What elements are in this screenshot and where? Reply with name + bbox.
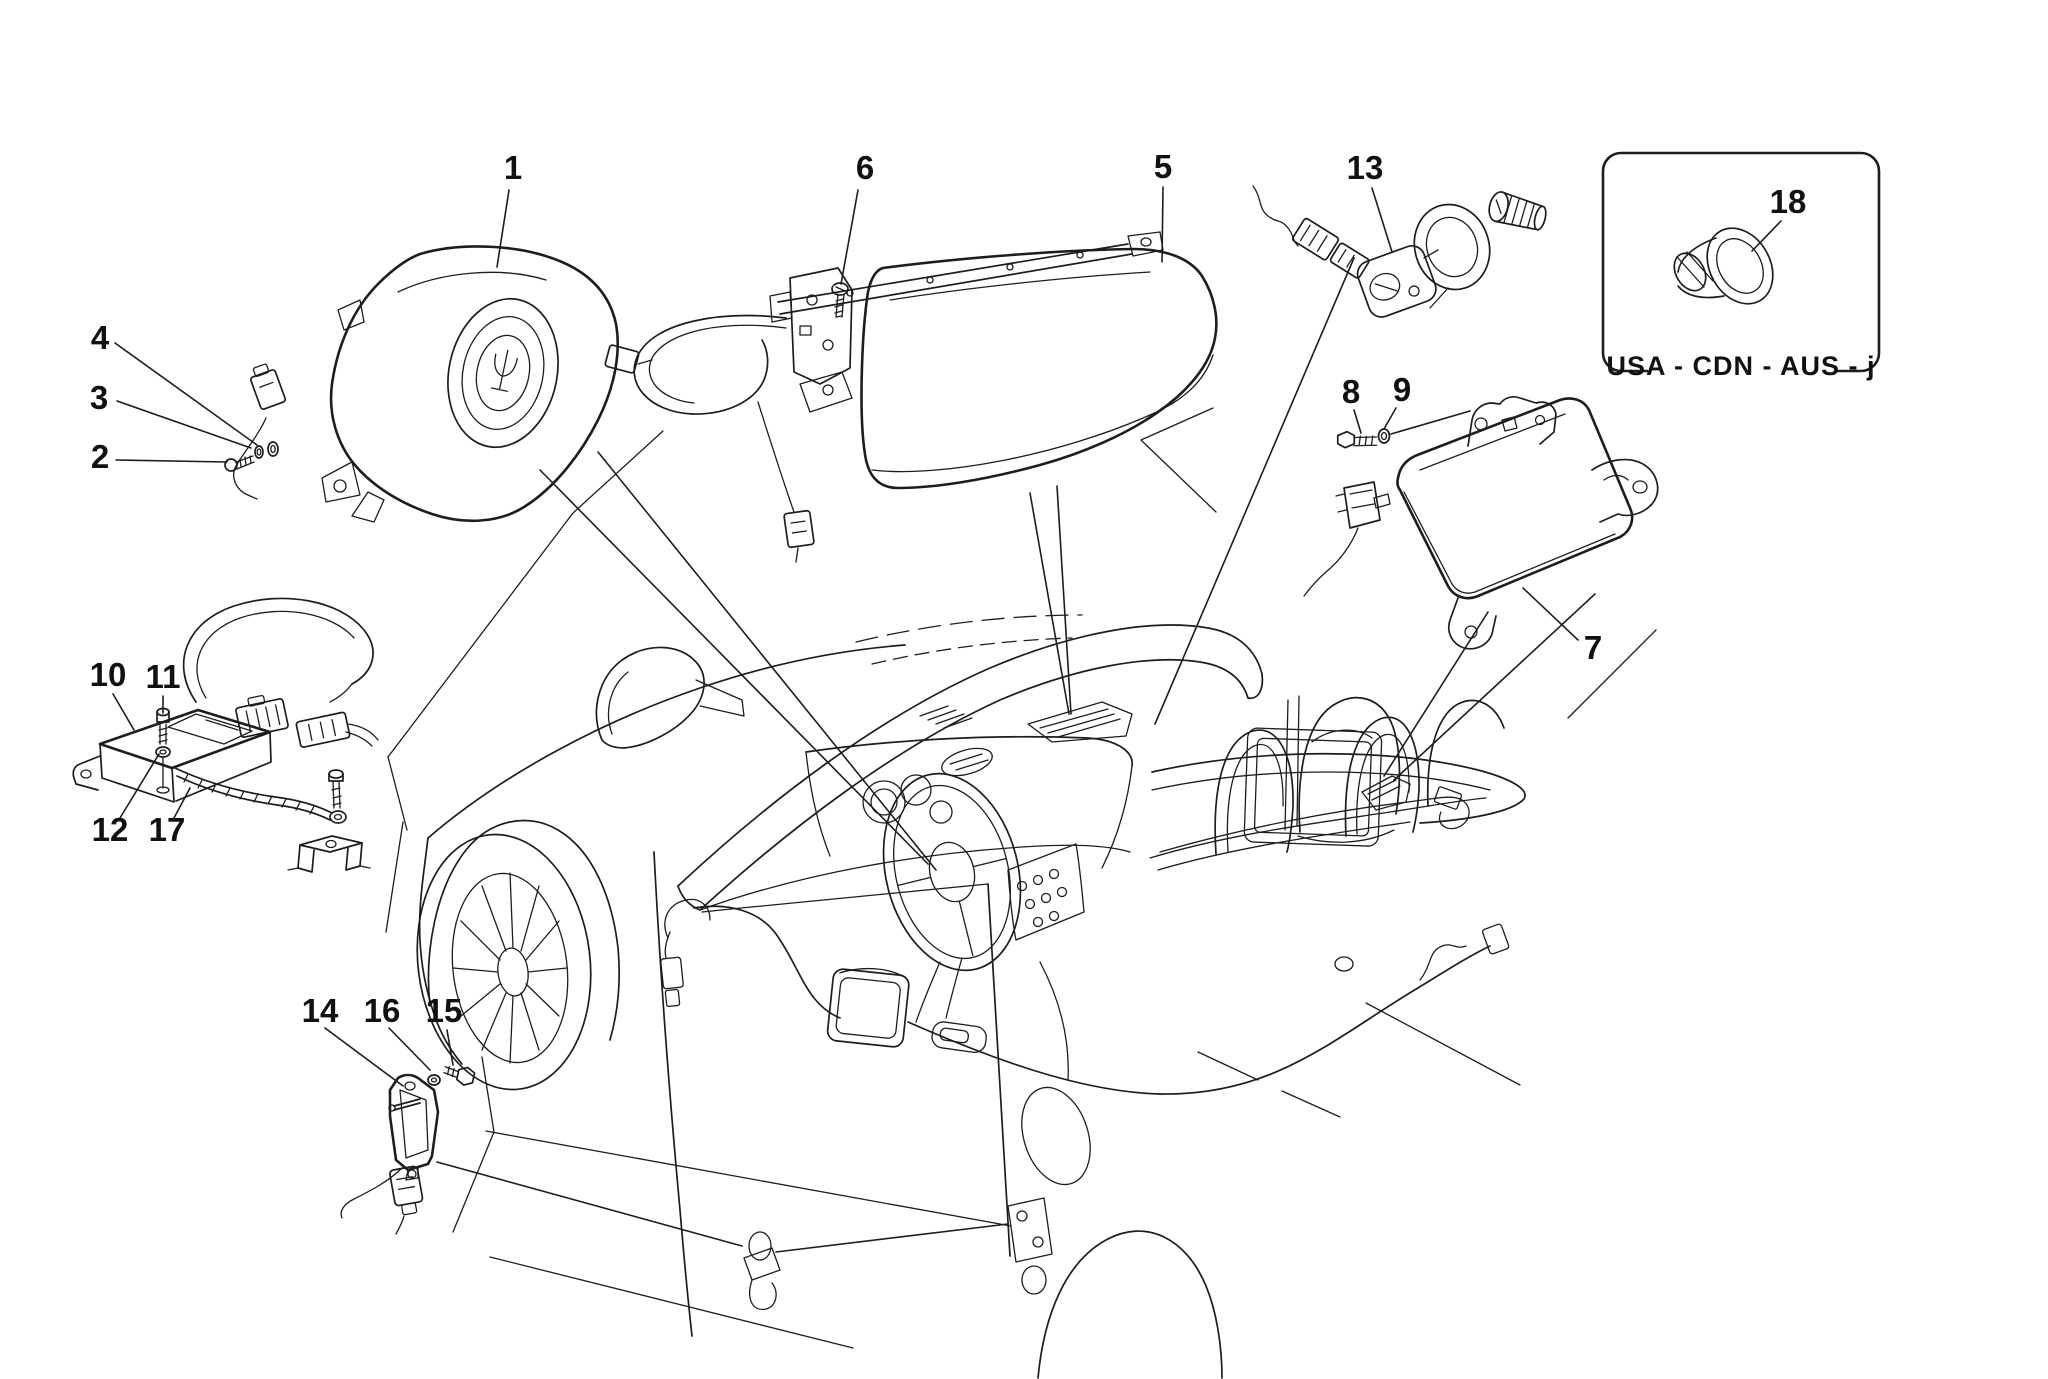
steering-wheel xyxy=(882,772,1022,972)
part-callout-grommet-18: 18 xyxy=(1751,183,1807,252)
ecu-harness xyxy=(182,597,379,748)
leader-line xyxy=(1353,409,1362,434)
part-number-label: 15 xyxy=(426,992,463,1029)
side-airbag-drawing xyxy=(1303,395,1659,650)
control-unit-drawing xyxy=(72,597,379,873)
leader-line xyxy=(1522,587,1579,641)
roll-bars xyxy=(1214,716,1420,855)
part-number-label: 5 xyxy=(1154,148,1172,185)
leader-line xyxy=(1161,186,1164,263)
part-number-label: 6 xyxy=(856,149,874,186)
part-number-label: 10 xyxy=(90,656,127,693)
floor-module xyxy=(826,968,910,1048)
leader-line xyxy=(496,189,510,268)
part-number-label: 17 xyxy=(149,811,186,848)
leader-line xyxy=(115,459,228,463)
part-number-label: 4 xyxy=(91,319,110,356)
leader-line xyxy=(112,693,135,731)
part-number-label: 14 xyxy=(302,992,339,1029)
driver-airbag-drawing xyxy=(224,245,619,523)
part-callout-side-airbag-module-7: 7 xyxy=(1522,587,1602,666)
car-body-illustration xyxy=(416,614,1526,1379)
part-callout-washer-16: 16 xyxy=(364,992,431,1071)
crash-sensor-drawing xyxy=(340,1065,476,1235)
seats xyxy=(1284,695,1505,843)
part-number-label: 13 xyxy=(1347,149,1384,186)
side-airbag-location xyxy=(1361,775,1411,811)
door-handle xyxy=(931,1021,987,1054)
lock-cylinder xyxy=(1488,191,1547,231)
part-callout-bolt-11: 11 xyxy=(146,658,181,714)
leader-line xyxy=(116,400,252,449)
side-sensor xyxy=(1303,481,1391,597)
part-callout-passenger-airbag-module-5: 5 xyxy=(1154,148,1172,263)
part-callout-airbag-control-unit-10: 10 xyxy=(90,656,135,731)
leader-line xyxy=(1383,407,1397,430)
part-number-label: 3 xyxy=(90,379,108,416)
part-callout-ground-strap-17: 17 xyxy=(149,787,191,848)
trident-badge xyxy=(447,297,559,449)
strap-bracket xyxy=(287,835,371,873)
part-number-label: 16 xyxy=(364,992,401,1029)
part-number-label: 9 xyxy=(1393,371,1411,408)
part-callout-crash-sensor-14: 14 xyxy=(302,992,404,1087)
wiring-harness xyxy=(660,898,1510,1095)
side-mirror xyxy=(595,646,745,749)
floor-anchor xyxy=(743,1197,1053,1311)
leader-line xyxy=(446,1029,454,1066)
front-wheel xyxy=(416,833,592,1091)
part-callout-spring-washer-4: 4 xyxy=(91,319,258,446)
part-callout-driver-airbag-module-1: 1 xyxy=(496,149,522,268)
passenger-airbag-drawing xyxy=(604,231,1218,563)
leader-line xyxy=(324,1027,404,1087)
leader-line xyxy=(173,787,191,819)
leader-line xyxy=(114,342,258,446)
strap-braiding xyxy=(183,773,315,815)
part-number-label: 18 xyxy=(1770,183,1807,220)
center-console xyxy=(1007,843,1085,1081)
part-callout-airbag-deactivation-switch-13: 13 xyxy=(1347,149,1393,253)
frame-lines xyxy=(385,407,1657,1349)
key-switch-drawing xyxy=(1252,185,1547,318)
leader-line xyxy=(119,753,160,819)
part-number-label: 1 xyxy=(504,149,522,186)
dash-vent xyxy=(941,747,993,777)
dash-airbag-location xyxy=(1027,701,1133,743)
region-note-label: USA - CDN - AUS - j xyxy=(1607,351,1876,381)
screw-6-drawing xyxy=(831,282,849,318)
note-box: USA - CDN - AUS - j xyxy=(1601,151,1881,384)
part-callout-washer-12: 12 xyxy=(92,753,160,848)
locator-lines xyxy=(436,257,1596,1253)
part-number-label: 8 xyxy=(1342,373,1360,410)
part-number-label: 12 xyxy=(92,811,129,848)
leader-line xyxy=(840,189,859,285)
grommet-drawing xyxy=(1673,227,1774,305)
note-text-plate xyxy=(1648,352,1836,384)
part-callout-screw-6: 6 xyxy=(840,149,874,285)
leader-line xyxy=(1751,220,1782,252)
airbag-fixing-kit-drawing xyxy=(224,363,287,500)
part-number-label: 2 xyxy=(91,438,109,475)
part-callout-bolt-8: 8 xyxy=(1342,373,1362,434)
part-callout-screw-15: 15 xyxy=(426,992,463,1066)
leader-line xyxy=(1371,187,1393,253)
part-callout-screw-2: 2 xyxy=(91,438,228,475)
leader-line xyxy=(388,1027,431,1071)
part-number-label: 7 xyxy=(1584,629,1602,666)
part-number-label: 11 xyxy=(146,658,181,695)
part-callout-washer-9: 9 xyxy=(1383,371,1411,430)
part-callout-washer-3: 3 xyxy=(90,379,252,449)
